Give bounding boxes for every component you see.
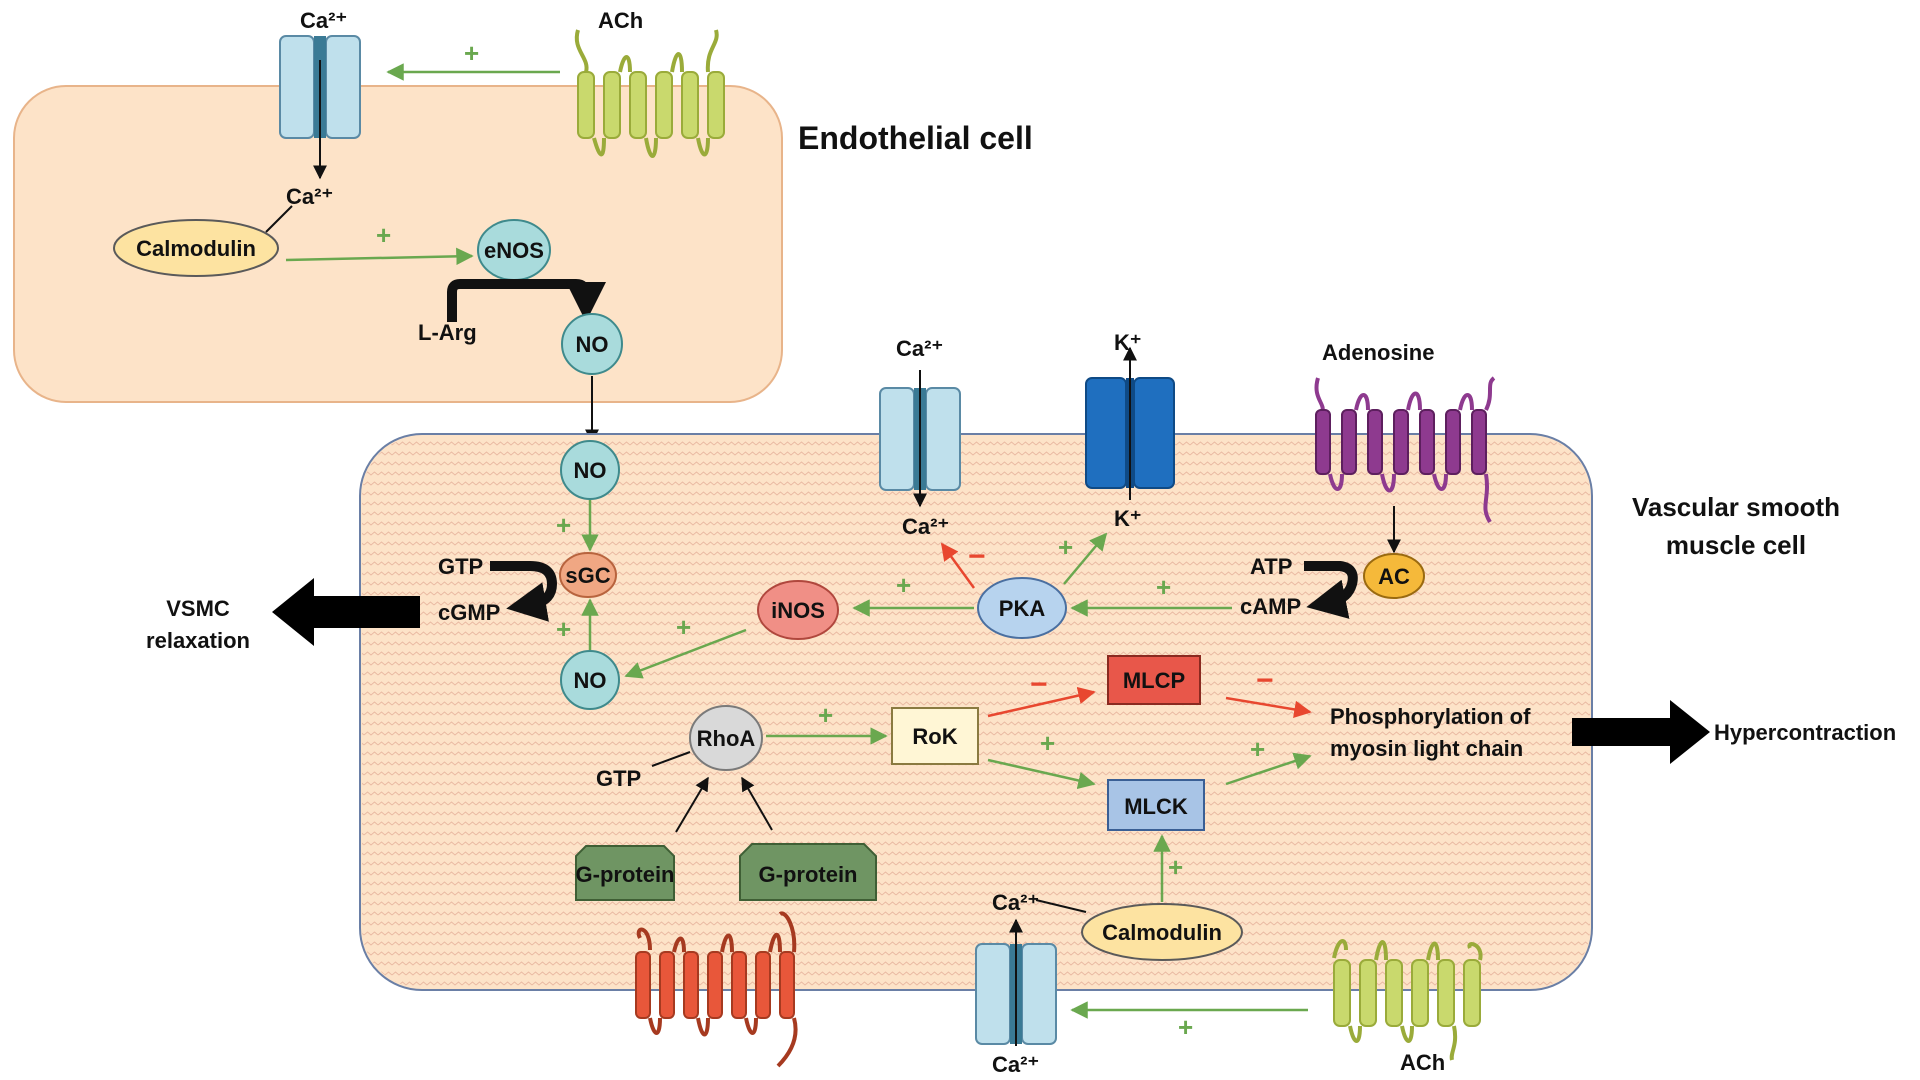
vsmc-title-line2: muscle cell <box>1666 530 1806 560</box>
hypercontraction-label: Hypercontraction <box>1714 720 1896 745</box>
ach-vsmc-label: ACh <box>1400 1050 1445 1075</box>
inos-label: iNOS <box>771 598 825 623</box>
rhoa-gtp-label: GTP <box>596 766 641 791</box>
ach-label-endothelial: ACh <box>598 8 643 33</box>
ca-vsmc-bottom-out-label: Ca²⁺ <box>992 1052 1039 1077</box>
k-inside-label: K⁺ <box>1114 506 1142 531</box>
plus-sign: + <box>1178 1012 1193 1042</box>
ca-vsmc-top-label: Ca²⁺ <box>896 336 943 361</box>
minus-sign: − <box>1030 668 1048 701</box>
plus-sign: + <box>556 510 571 540</box>
mlcp-node <box>1107 655 1201 705</box>
rok-to-mlck-arrow <box>987 758 1096 790</box>
rok-to-mlcp-inhibit-arrow <box>987 686 1096 718</box>
plus-sign: + <box>376 220 391 250</box>
sgc-label: sGC <box>565 563 610 588</box>
plus-sign: + <box>818 700 833 730</box>
ca-calmodulin-vsmc-link <box>1035 899 1087 913</box>
ca-vsmc-bottom-in-label: Ca²⁺ <box>992 890 1039 915</box>
plus-sign: + <box>1250 734 1265 764</box>
ach-receptor-vsmc-icon <box>1332 939 1483 1061</box>
calmodulin-vsmc-label: Calmodulin <box>1102 920 1222 945</box>
no-vsmc-bottom-node <box>560 650 620 710</box>
no-vsmc-top-node <box>560 440 620 500</box>
calmodulin-endothelial-label: Calmodulin <box>136 236 256 261</box>
plus-sign: + <box>1040 728 1055 758</box>
larg-label: L-Arg <box>418 320 477 345</box>
minus-sign: − <box>1256 664 1274 697</box>
gtp-to-cgmp-arrow <box>490 561 558 622</box>
calmodulin-to-enos-arrow <box>285 247 474 266</box>
plus-sign: + <box>556 614 571 644</box>
endothelial-title: Endothelial cell <box>798 120 1033 156</box>
relaxation-line1: VSMC <box>166 596 230 621</box>
plus-sign: + <box>896 570 911 600</box>
mlck-node <box>1107 779 1205 831</box>
mlcp-label: MLCP <box>1123 668 1185 693</box>
ca-calmodulin-link <box>265 205 293 233</box>
enos-label: eNOS <box>484 238 544 263</box>
atp-label: ATP <box>1250 554 1292 579</box>
no-endothelial-label: NO <box>576 332 609 357</box>
calmodulin-endothelial-node <box>113 219 279 277</box>
no-endothelial-node <box>561 313 623 375</box>
sgc-node <box>559 552 617 598</box>
calmodulin-vsmc-node <box>1081 903 1243 961</box>
no-vsmc-top-label: NO <box>574 458 607 483</box>
relaxation-line2: relaxation <box>146 628 250 653</box>
phospho-line2: myosin light chain <box>1330 736 1523 761</box>
adenosine-receptor-icon <box>1314 376 1496 524</box>
rok-node <box>891 707 979 765</box>
larg-to-no-arrow <box>447 279 606 322</box>
gprotein1-to-rhoa-arrow <box>675 776 709 833</box>
plus-sign: + <box>1058 532 1073 562</box>
pka-to-k-arrow <box>1063 532 1108 585</box>
ca-vsmc-inside-label: Ca²⁺ <box>902 514 949 539</box>
cgmp-label: cGMP <box>438 600 500 625</box>
rok-label: RoK <box>912 724 957 749</box>
adenosine-label: Adenosine <box>1322 340 1434 365</box>
atp-to-camp-arrow <box>1304 561 1358 619</box>
ca-label-endothelial-inside: Ca²⁺ <box>286 184 333 209</box>
phospho-line1: Phosphorylation of <box>1330 704 1531 729</box>
inos-to-no-arrow <box>624 628 747 679</box>
ca-label-endothelial-top: Ca²⁺ <box>300 8 347 33</box>
gprotein1-node <box>575 845 675 901</box>
relaxation-arrow <box>272 578 420 646</box>
gprotein2-to-rhoa-arrow <box>741 776 773 831</box>
minus-sign: − <box>968 540 986 573</box>
gprotein2-node <box>739 843 877 901</box>
ca-channel-endothelial-icon <box>279 35 361 139</box>
k-top-label: K⁺ <box>1114 330 1142 355</box>
no-vsmc-bottom-label: NO <box>574 668 607 693</box>
gprotein2-label: G-protein <box>759 862 858 887</box>
vsmc-title-line1: Vascular smooth <box>1632 492 1840 522</box>
gpcr-receptor-icon <box>635 911 798 1068</box>
pka-to-ca-inhibit-arrow <box>940 542 976 589</box>
plus-sign: + <box>1168 852 1183 882</box>
rhoa-node <box>689 705 763 771</box>
camp-label: cAMP <box>1240 594 1301 619</box>
mlck-label: MLCK <box>1124 794 1188 819</box>
mlcp-to-phospho-inhibit-arrow <box>1225 696 1312 719</box>
gtp-rhoa-link <box>651 751 691 767</box>
inos-node <box>757 580 839 640</box>
gprotein1-label: G-protein <box>576 862 675 887</box>
plus-sign: + <box>676 612 691 642</box>
ac-label: AC <box>1378 564 1410 589</box>
pka-node <box>977 577 1067 639</box>
ach-receptor-endothelial-icon <box>574 29 725 158</box>
plus-sign: + <box>1156 572 1171 602</box>
pka-label: PKA <box>999 596 1046 621</box>
rhoa-label: RhoA <box>697 726 756 751</box>
plus-sign: + <box>464 38 479 68</box>
ac-node <box>1363 553 1425 599</box>
mlck-to-phospho-arrow <box>1225 752 1312 786</box>
gtp-sgc-label: GTP <box>438 554 483 579</box>
ca-channel-vsmc-top-icon <box>879 387 961 491</box>
hypercontraction-arrow <box>1572 700 1710 764</box>
